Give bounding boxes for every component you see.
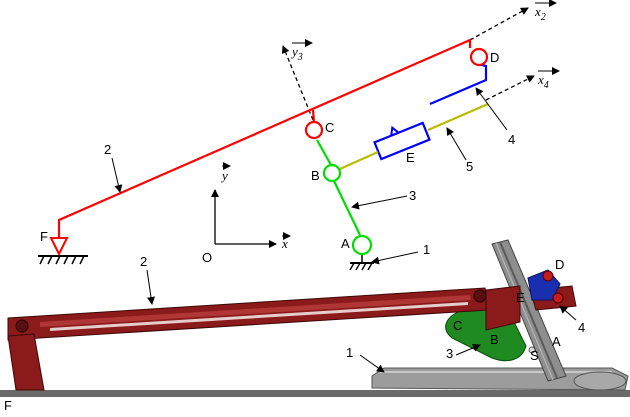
- leader-3d-3: [455, 344, 481, 356]
- label-3d-body-1: 1: [346, 345, 353, 360]
- vec-label-x: x: [281, 232, 291, 251]
- label-c: C: [325, 120, 334, 135]
- axis-x4-dashed: [485, 75, 535, 101]
- body-3-lower: [333, 180, 361, 236]
- svg-text:y: y: [220, 168, 228, 183]
- joint-b: [322, 163, 342, 183]
- svg-text:x2: x2: [534, 4, 546, 23]
- label-3d-f: F: [4, 398, 12, 412]
- label-3d-body-3: 3: [446, 346, 453, 361]
- leader-1: [371, 251, 419, 265]
- body-5-rod-outer: [427, 102, 489, 132]
- axis-y3-dashed: [281, 45, 314, 121]
- base-body-1: [371, 367, 629, 391]
- label-body-2: 2: [104, 142, 111, 157]
- label-d: D: [490, 50, 499, 65]
- label-body-1: 1: [423, 242, 430, 257]
- label-body-5: 5: [466, 159, 473, 174]
- leader-3d-1: [359, 354, 385, 373]
- label-e: E: [406, 150, 415, 165]
- label-f: F: [40, 229, 48, 244]
- rail: [491, 239, 567, 382]
- schematic: F D C B E A O 2 3 4 5 1 y x x2 y3 x4: [38, 0, 560, 271]
- ground-a: [349, 262, 374, 271]
- body-4-link: [429, 62, 488, 106]
- body-2-c-stem: [311, 109, 316, 123]
- label-3d-e: E: [516, 290, 525, 305]
- label-b: B: [311, 168, 320, 183]
- joint-a: [351, 234, 373, 256]
- label-3d-body-2: 2: [140, 254, 147, 269]
- leader-3d-2: [146, 269, 155, 305]
- svg-text:y3: y3: [290, 44, 303, 63]
- vec-label-x2: x2: [534, 0, 557, 23]
- vec-label-y3: y3: [290, 39, 313, 63]
- svg-text:x: x: [281, 236, 288, 251]
- label-3d-s: S: [530, 348, 539, 363]
- leader-3: [351, 195, 408, 210]
- leader-5: [446, 127, 467, 161]
- actuator-e-cylinder: [373, 121, 431, 161]
- label-3d-body-4: 4: [578, 320, 585, 335]
- svg-text:x4: x4: [537, 72, 549, 91]
- body-5-rod: [332, 150, 379, 174]
- ground-f: [38, 255, 88, 265]
- label-o: O: [202, 250, 212, 265]
- label-3d-b: B: [490, 332, 499, 347]
- label-3d-a: A: [552, 334, 561, 349]
- axis-x2-dashed: [469, 7, 529, 41]
- label-body-3: 3: [409, 188, 416, 203]
- leader-3d-4: [559, 305, 577, 321]
- label-3d-c: C: [453, 318, 462, 333]
- actuator-body-4: [527, 269, 564, 304]
- frame-body-2: [7, 285, 577, 391]
- joint-d: [469, 47, 489, 67]
- support-f-triangle: [49, 237, 69, 257]
- label-body-4: 4: [508, 132, 515, 147]
- vec-label-x4: x4: [537, 67, 560, 91]
- vec-label-y: y: [220, 162, 231, 183]
- model-3d: F 2 1 3 C B E D 4 A S: [0, 239, 630, 413]
- leader-4: [475, 87, 508, 131]
- body-2-link: [57, 38, 472, 238]
- leader-2: [111, 157, 123, 193]
- joint-c: [304, 120, 324, 140]
- body-3-upper: [316, 139, 332, 166]
- label-a: A: [341, 236, 350, 251]
- label-3d-d: D: [555, 257, 564, 272]
- ground-strip: [0, 390, 630, 397]
